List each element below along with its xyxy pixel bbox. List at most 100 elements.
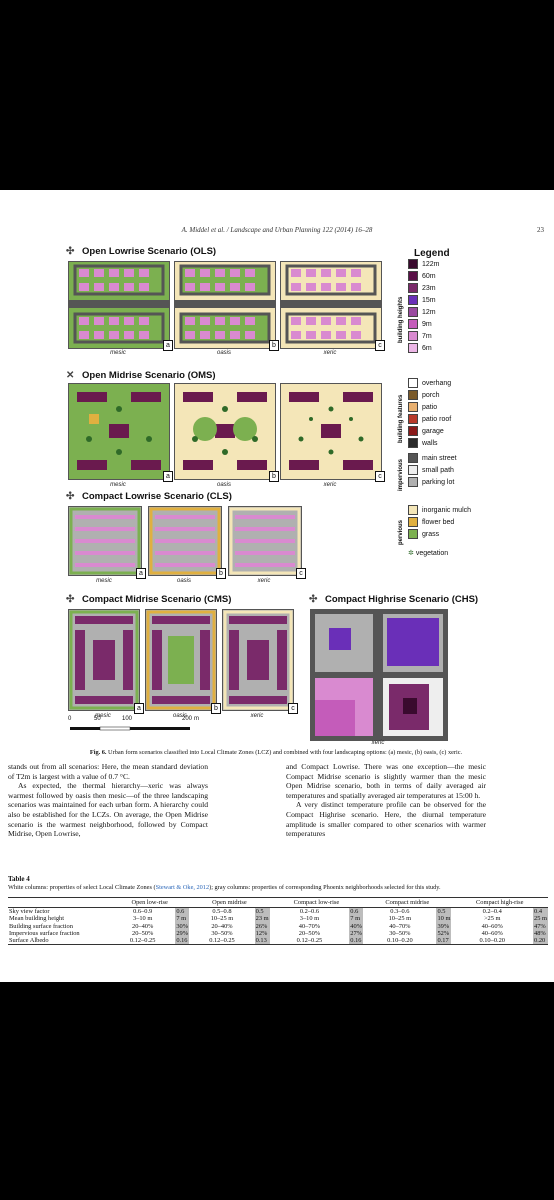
scale-tick-200: 200 [182, 716, 193, 722]
cls-panel-oasis [148, 506, 222, 576]
legend-label: 23m [422, 284, 436, 292]
legend-label: flower bed [422, 518, 455, 526]
legend-label: 60m [422, 272, 436, 280]
phoenix-value-cell: 23 m [254, 915, 270, 923]
oms-label-mesic: mesic [110, 482, 126, 488]
oms-mesic-map [77, 392, 161, 470]
legend-swatch [408, 378, 418, 388]
lcz-value-cell: 0.12–0.25 [269, 937, 350, 946]
oms-panel-oasis [174, 383, 276, 480]
legend-swatch [408, 390, 418, 400]
legend-swatch [408, 271, 418, 281]
page-number: 23 [537, 226, 544, 234]
legend-swatch [408, 402, 418, 412]
legend-label: 9m [422, 320, 432, 328]
col-compact-midrise: Compact midrise [363, 896, 452, 909]
row-label: Sky view factor [9, 908, 50, 916]
col-open-midrise: Open midrise [189, 896, 270, 909]
lcz-value-cell: 3–10 m [132, 915, 153, 923]
oms-panel-xeric [280, 383, 382, 480]
figure-caption: Fig. 6. Urban form scenarios classified … [66, 749, 486, 756]
compass-icon: ✣ [66, 246, 75, 257]
table-caption: White columns: properties of select Loca… [8, 884, 441, 891]
phoenix-value-cell: 26% [254, 922, 270, 930]
legend-label: small path [422, 466, 454, 474]
lcz-value-cell: 0.5–0.8 [212, 908, 232, 916]
table-header-row: Open low-rise Open midrise Compact low-r… [8, 896, 548, 909]
scale-unit: m [194, 716, 199, 722]
compass-icon: ✣ [66, 594, 75, 605]
ols-panel-mesic [68, 261, 170, 349]
ols-xeric-map [281, 264, 381, 344]
oms-panel-mesic [68, 383, 170, 480]
oms-letter-c: c [375, 471, 385, 482]
col-compact-low-rise: Compact low-rise [269, 896, 364, 909]
lcz-value-cell: 0.6–0.9 [133, 908, 153, 916]
cms-letter-c: c [288, 703, 298, 714]
cls-oasis-map [149, 507, 221, 575]
legend-swatch [408, 343, 418, 353]
cms-label-mesic: mesic [95, 713, 111, 719]
chs-label-xeric: xeric [371, 740, 385, 746]
legend-swatch [408, 295, 418, 305]
legend-label: garage [422, 427, 444, 435]
legend-item: small path [408, 465, 454, 475]
lcz-value-cell: 10–25 m [388, 915, 412, 923]
phoenix-value-cell: 0.17 [436, 937, 452, 946]
figure-6: ✣Open Lowrise Scenario (OLS) [66, 243, 486, 748]
legend-item: main street [408, 453, 457, 463]
cls-letter-b: b [216, 568, 226, 579]
col-compact-high-rise: Compact high-rise [451, 896, 548, 909]
row-label: Surface Albedo [8, 937, 110, 946]
phoenix-value-cell: 27% [349, 929, 364, 938]
left-para-2: As expected, the thermal hierarchy—xeric… [8, 781, 208, 839]
legend-label: 122m [422, 260, 440, 268]
oms-label-xeric: xeric [323, 482, 337, 488]
scenario-title-ols: ✣Open Lowrise Scenario (OLS) [66, 246, 217, 257]
cms-panel-xeric [222, 609, 294, 711]
body-left-column: stands out from all scenarios: Here, the… [8, 762, 208, 839]
legend-swatch [408, 517, 418, 527]
phoenix-value-cell: 30% [175, 922, 190, 930]
lcz-value-cell: 20–50% [132, 929, 154, 937]
body-right-column: and Compact Lowrise. There was one excep… [286, 762, 486, 839]
cls-label-mesic: mesic [96, 578, 112, 584]
scale-tick-0: 0 [68, 716, 72, 722]
citation-link[interactable]: Stewart & Oke, 2012 [155, 884, 210, 891]
right-para-2: A very distinct temperature profile can … [286, 800, 486, 839]
chs-xeric-map [311, 610, 447, 740]
legend-swatch [408, 259, 418, 269]
legend-item: 6m [408, 343, 432, 353]
phoenix-value-cell: 0.5 [436, 907, 452, 916]
phoenix-value-cell: 40% [349, 922, 364, 930]
legend-label: grass [422, 530, 440, 538]
cms-panel-mesic [68, 609, 140, 711]
legend-item: inorganic mulch [408, 505, 471, 515]
phoenix-value-cell: 29% [175, 929, 190, 938]
ols-label-mesic: mesic [110, 350, 126, 356]
legend-swatch [408, 453, 418, 463]
legend-swatch [408, 529, 418, 539]
legend-item: garage [408, 426, 444, 436]
cms-xeric-map [223, 610, 293, 710]
legend-item: 60m [408, 271, 436, 281]
lcz-value-cell: 20–40% [132, 922, 154, 930]
legend-label: 15m [422, 296, 436, 304]
phoenix-value-cell: 0.16 [175, 937, 190, 946]
ols-label-xeric: xeric [323, 350, 337, 356]
legend-label: inorganic mulch [422, 506, 472, 514]
lcz-value-cell: 40–60% [481, 929, 503, 937]
scenario-title-chs: ✣Compact Highrise Scenario (CHS) [309, 594, 479, 605]
legend-swatch [408, 438, 418, 448]
legend-label: 12m [422, 308, 436, 316]
legend-swatch [408, 477, 418, 487]
cls-mesic-map [69, 507, 141, 575]
oms-xeric-map [289, 392, 373, 470]
lcz-value-cell: 0.3–0.6 [390, 908, 410, 916]
phoenix-value-cell: 7 m [349, 915, 364, 923]
ols-letter-c: c [375, 340, 385, 351]
phoenix-value-cell: 0.20 [533, 937, 548, 946]
